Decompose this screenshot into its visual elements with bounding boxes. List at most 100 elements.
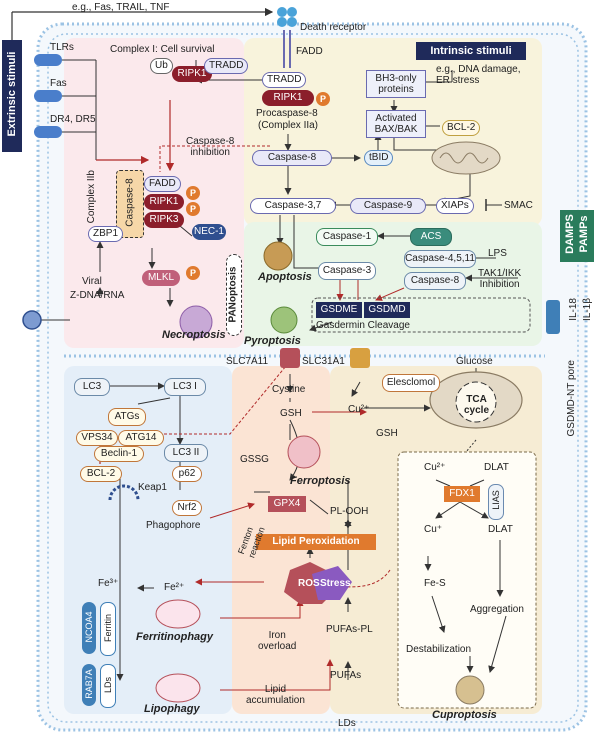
lds-ferro-label: LDs (338, 718, 356, 729)
mitochondrion-shape (431, 141, 501, 175)
nec1-node: NEC-1 (192, 224, 226, 240)
ripk3-node: RIPK3 (144, 212, 184, 228)
panoptosis-label-box: PANoptosis (226, 254, 242, 336)
fes-label: Fe-S (424, 578, 446, 589)
cu-plus-label: Cu⁺ (424, 524, 443, 535)
cystine-label: Cystine (272, 384, 306, 395)
aggregation-label: Aggregation (470, 604, 524, 615)
keap1-label: Keap1 (138, 482, 167, 493)
dlat-label: DLAT (484, 462, 509, 473)
phagophore-label: Phagophore (146, 520, 201, 531)
caspase8-node: Caspase-8 (252, 150, 332, 166)
caspase37-node: Caspase-3,7 (250, 198, 336, 214)
gsdmd-node: GSDMD (364, 302, 410, 318)
fe2-label: Fe²⁺ (164, 582, 185, 593)
ros-label: ROS (298, 578, 320, 589)
p62-node: p62 (172, 466, 202, 482)
receptor-tlrs: TLRs (50, 42, 74, 53)
ripk1-complex-iib: RIPK1 (144, 194, 184, 210)
il18-label: IL-18 (568, 298, 579, 321)
lc3-node: LC3 (74, 378, 110, 396)
intrinsic-stimuli-label: Intrinsic stimuli (416, 42, 526, 60)
tak1-label: TAK1/IKK Inhibition (478, 268, 522, 290)
lipid-accumulation-label: Lipid accumulation (246, 684, 305, 706)
ncoa4-label: NCOA4 (82, 602, 96, 654)
caspase3-node: Caspase-3 (318, 262, 376, 280)
caspase8-box: Caspase-8 (116, 170, 144, 238)
gssg-label: GSSG (240, 454, 269, 465)
bax-box: Activated BAX/BAK (366, 110, 426, 138)
lipid-peroxidation-node: Lipid Peroxidation (256, 534, 376, 550)
il1b-label: IL-1β (582, 298, 593, 321)
death-receptor-label: Death receptor (300, 22, 367, 33)
bcl2-auto-node: BCL-2 (80, 466, 122, 482)
zdna-label: Z-DNA/RNA (70, 290, 125, 301)
apoptosis-label: Apoptosis (258, 271, 312, 283)
lipophagy-label: Lipophagy (144, 703, 200, 715)
tradd-node: TRADD (262, 72, 307, 88)
nrf2-node: Nrf2 (172, 500, 202, 516)
fadd-node: FADD (144, 176, 181, 192)
atg14-node: ATG14 (118, 430, 164, 446)
lds-auto-label: LDs (100, 664, 116, 708)
slc31a1-label: SLC31A1 (302, 356, 345, 367)
acs-node: ACS (410, 228, 452, 246)
fe3-label: Fe³⁺ (98, 578, 119, 589)
tca-cycle-label: TCA cycle (464, 394, 490, 416)
caspase4511-node: Caspase-4,5,11 (404, 250, 476, 268)
ub-node: Ub (150, 58, 173, 74)
bh3-box: BH3-only proteins (366, 70, 426, 98)
gsh-label: GSH (280, 408, 302, 419)
tbid-node: tBID (364, 150, 394, 166)
pufas-pl-label: PUFAs-PL (326, 624, 373, 635)
glucose-label: Glucose (456, 356, 493, 367)
iron-overload-label: Iron overload (258, 630, 297, 652)
destabilization-label: Destabilization (406, 644, 472, 655)
ferritin-label: Ferritin (100, 602, 116, 656)
smac-label: SMAC (504, 200, 533, 211)
necroptosis-label: Necroptosis (162, 329, 226, 341)
cuproptosis-label: Cuproptosis (432, 709, 497, 721)
zbp1-node: ZBP1 (88, 226, 124, 242)
tradd-complex-i: TRADD (204, 58, 249, 74)
fadd-label: FADD (296, 46, 323, 57)
phospho-icon-2: P (186, 202, 200, 216)
receptor-fas: Fas (50, 78, 67, 89)
lc3i-node: LC3 I (164, 378, 206, 396)
extrinsic-ligands-text: e.g., Fas, TRAIL, TNF (72, 2, 170, 13)
gpx4-node: GPX4 (268, 496, 306, 512)
caspase1-node: Caspase-1 (316, 228, 378, 246)
lc3ii-node: LC3 II (164, 444, 208, 462)
gsdmd-nt-pore-label: GSDMD-NT pore (566, 360, 577, 437)
intrinsic-eg-label: e.g., DNA damage, ER stress (436, 64, 521, 86)
ferroptosis-label: Ferroptosis (290, 475, 351, 487)
gasdermin-cleavage-label: Gasdermin Cleavage (316, 320, 410, 331)
caspase9-node: Caspase-9 (350, 198, 426, 214)
slc7a11-label: SLC7A11 (226, 356, 269, 367)
ripk1-complex-i: RIPK1 (172, 66, 212, 82)
complex-iib-label: Complex IIb (86, 170, 97, 224)
phospho-icon: P (186, 186, 200, 200)
vps34-node: VPS34 (76, 430, 118, 446)
xiaps-node: XIAPs (436, 198, 474, 214)
cu2-inner-label: Cu²⁺ (424, 462, 446, 473)
damps-label: DAMPS PAMPs (560, 210, 594, 262)
stress-label: Stress (320, 578, 351, 589)
lias-label: LIAS (488, 484, 504, 520)
rab7a-label: RAB7A (82, 664, 96, 706)
fdx1-node: FDX1 (444, 486, 480, 502)
elesclomol-node: Elesclomol (382, 374, 440, 392)
lps-label: LPS (488, 248, 507, 259)
beclin1-node: Beclin-1 (94, 446, 144, 462)
mlkl-node: MLKL (142, 270, 180, 286)
caspase8-pyro-node: Caspase-8 (404, 272, 466, 290)
pl-ooh-label: PL-OOH (330, 506, 369, 517)
atgs-node: ATGs (108, 408, 146, 426)
pyroptosis-label: Pyroptosis (244, 335, 301, 347)
extrinsic-stimuli-label: Extrinsic stimuli (2, 40, 22, 152)
bcl2-node: BCL-2 (442, 120, 481, 136)
complex-i-label: Complex I: Cell survival (110, 44, 215, 55)
cu2-label: Cu²⁺ (348, 404, 370, 415)
complex-iia-label: (Complex IIa) (258, 120, 319, 131)
receptor-dr45: DR4, DR5 (50, 114, 96, 125)
